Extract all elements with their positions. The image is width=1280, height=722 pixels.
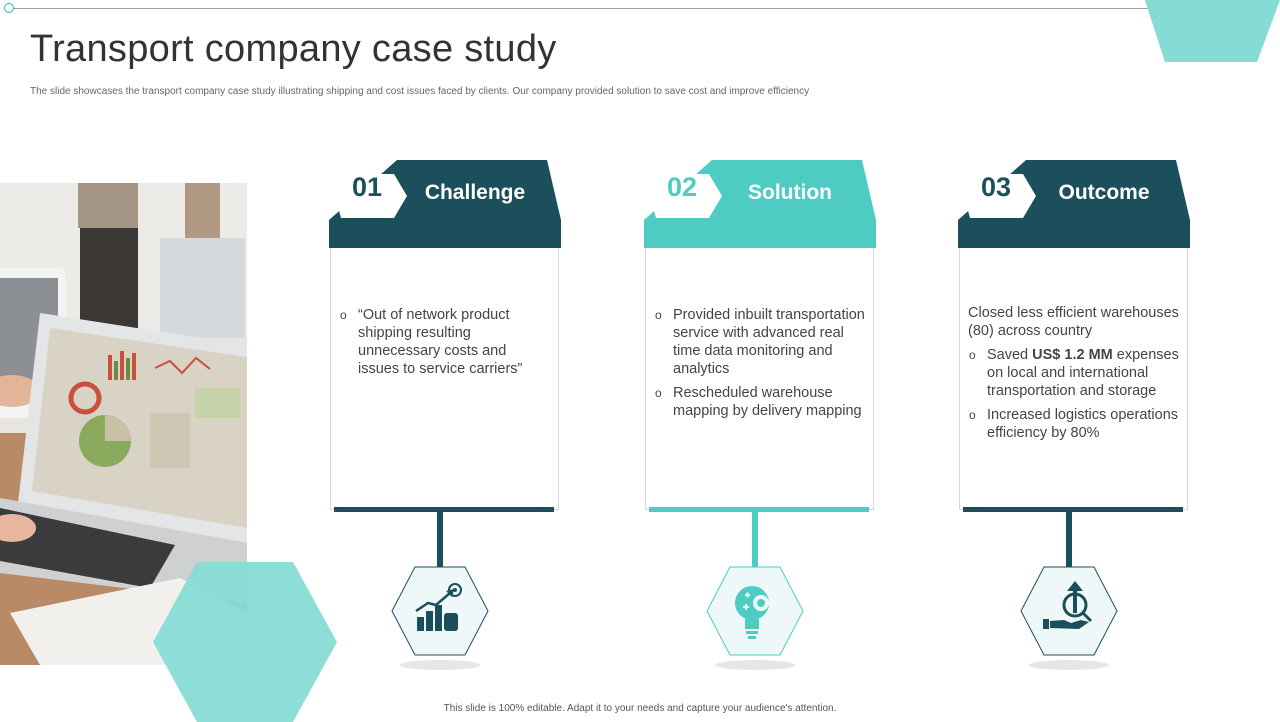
page-footer: This slide is 100% editable. Adapt it to… [443,703,837,714]
saved-suffix: expenses on local and international tran… [987,347,1179,399]
card-connector [752,512,758,568]
bullet-item: Increased logistics operations efficienc… [968,406,1179,442]
page-title: Transport company case study [30,28,557,70]
lightbulb-gear-icon [735,586,769,639]
growth-chart-icon [415,583,462,631]
bullet-item: Saved US$ 1.2 MM expenses on local and i… [968,346,1179,400]
hand-arrow-search-icon-hexagon [1019,565,1119,675]
page-subtitle: The slide showcases the transport compan… [30,86,810,97]
card-body: Closed less efficient warehouses (80) ac… [959,248,1188,510]
solution-card-header: 02 Solution [644,160,876,248]
card-bullets: Provided inbuilt transportation service … [654,306,865,426]
card-bar [963,507,1183,512]
top-divider-dot [4,3,14,13]
card-bar [649,507,869,512]
card-number: 02 [666,172,698,202]
bullet-item: Provided inbuilt transportation service … [654,306,865,378]
card-connector [437,512,443,568]
lightbulb-gear-icon-hexagon [705,565,805,675]
solution-card: 02 Solution Provided inbuilt transportat… [644,160,876,670]
outcome-card-header: 03 Outcome [958,160,1190,248]
card-heading: Outcome [1058,181,1150,204]
card-body: Provided inbuilt transportation service … [645,248,874,510]
card-bullets: “Out of network product shipping resulti… [339,306,550,384]
card-number: 03 [980,172,1012,202]
top-divider-line [12,8,1152,9]
card-body: “Out of network product shipping resulti… [330,248,559,510]
card-bar [334,507,554,512]
card-heading: Solution [748,181,832,204]
saved-amount: US$ 1.2 MM [1032,347,1113,363]
card-bullets: Closed less efficient warehouses (80) ac… [968,304,1179,448]
card-heading: Challenge [424,181,526,204]
saved-prefix: Saved [987,347,1033,363]
outcome-card: 03 Outcome Closed less efficient warehou… [958,160,1190,670]
bullet-item: “Out of network product shipping resulti… [339,306,550,378]
card-connector [1066,512,1072,568]
challenge-card-header: 01 Challenge [329,160,561,248]
corner-hexagon-decoration [1145,0,1280,62]
hand-arrow-search-icon [1043,581,1093,629]
growth-chart-icon-hexagon [390,565,490,675]
challenge-card: 01 Challenge “Out of network product shi… [329,160,561,670]
card-number: 01 [351,172,383,202]
outcome-intro: Closed less efficient warehouses (80) ac… [968,305,1179,339]
photo-hexagon-decoration [153,562,337,722]
bullet-item: Rescheduled warehouse mapping by deliver… [654,384,865,420]
